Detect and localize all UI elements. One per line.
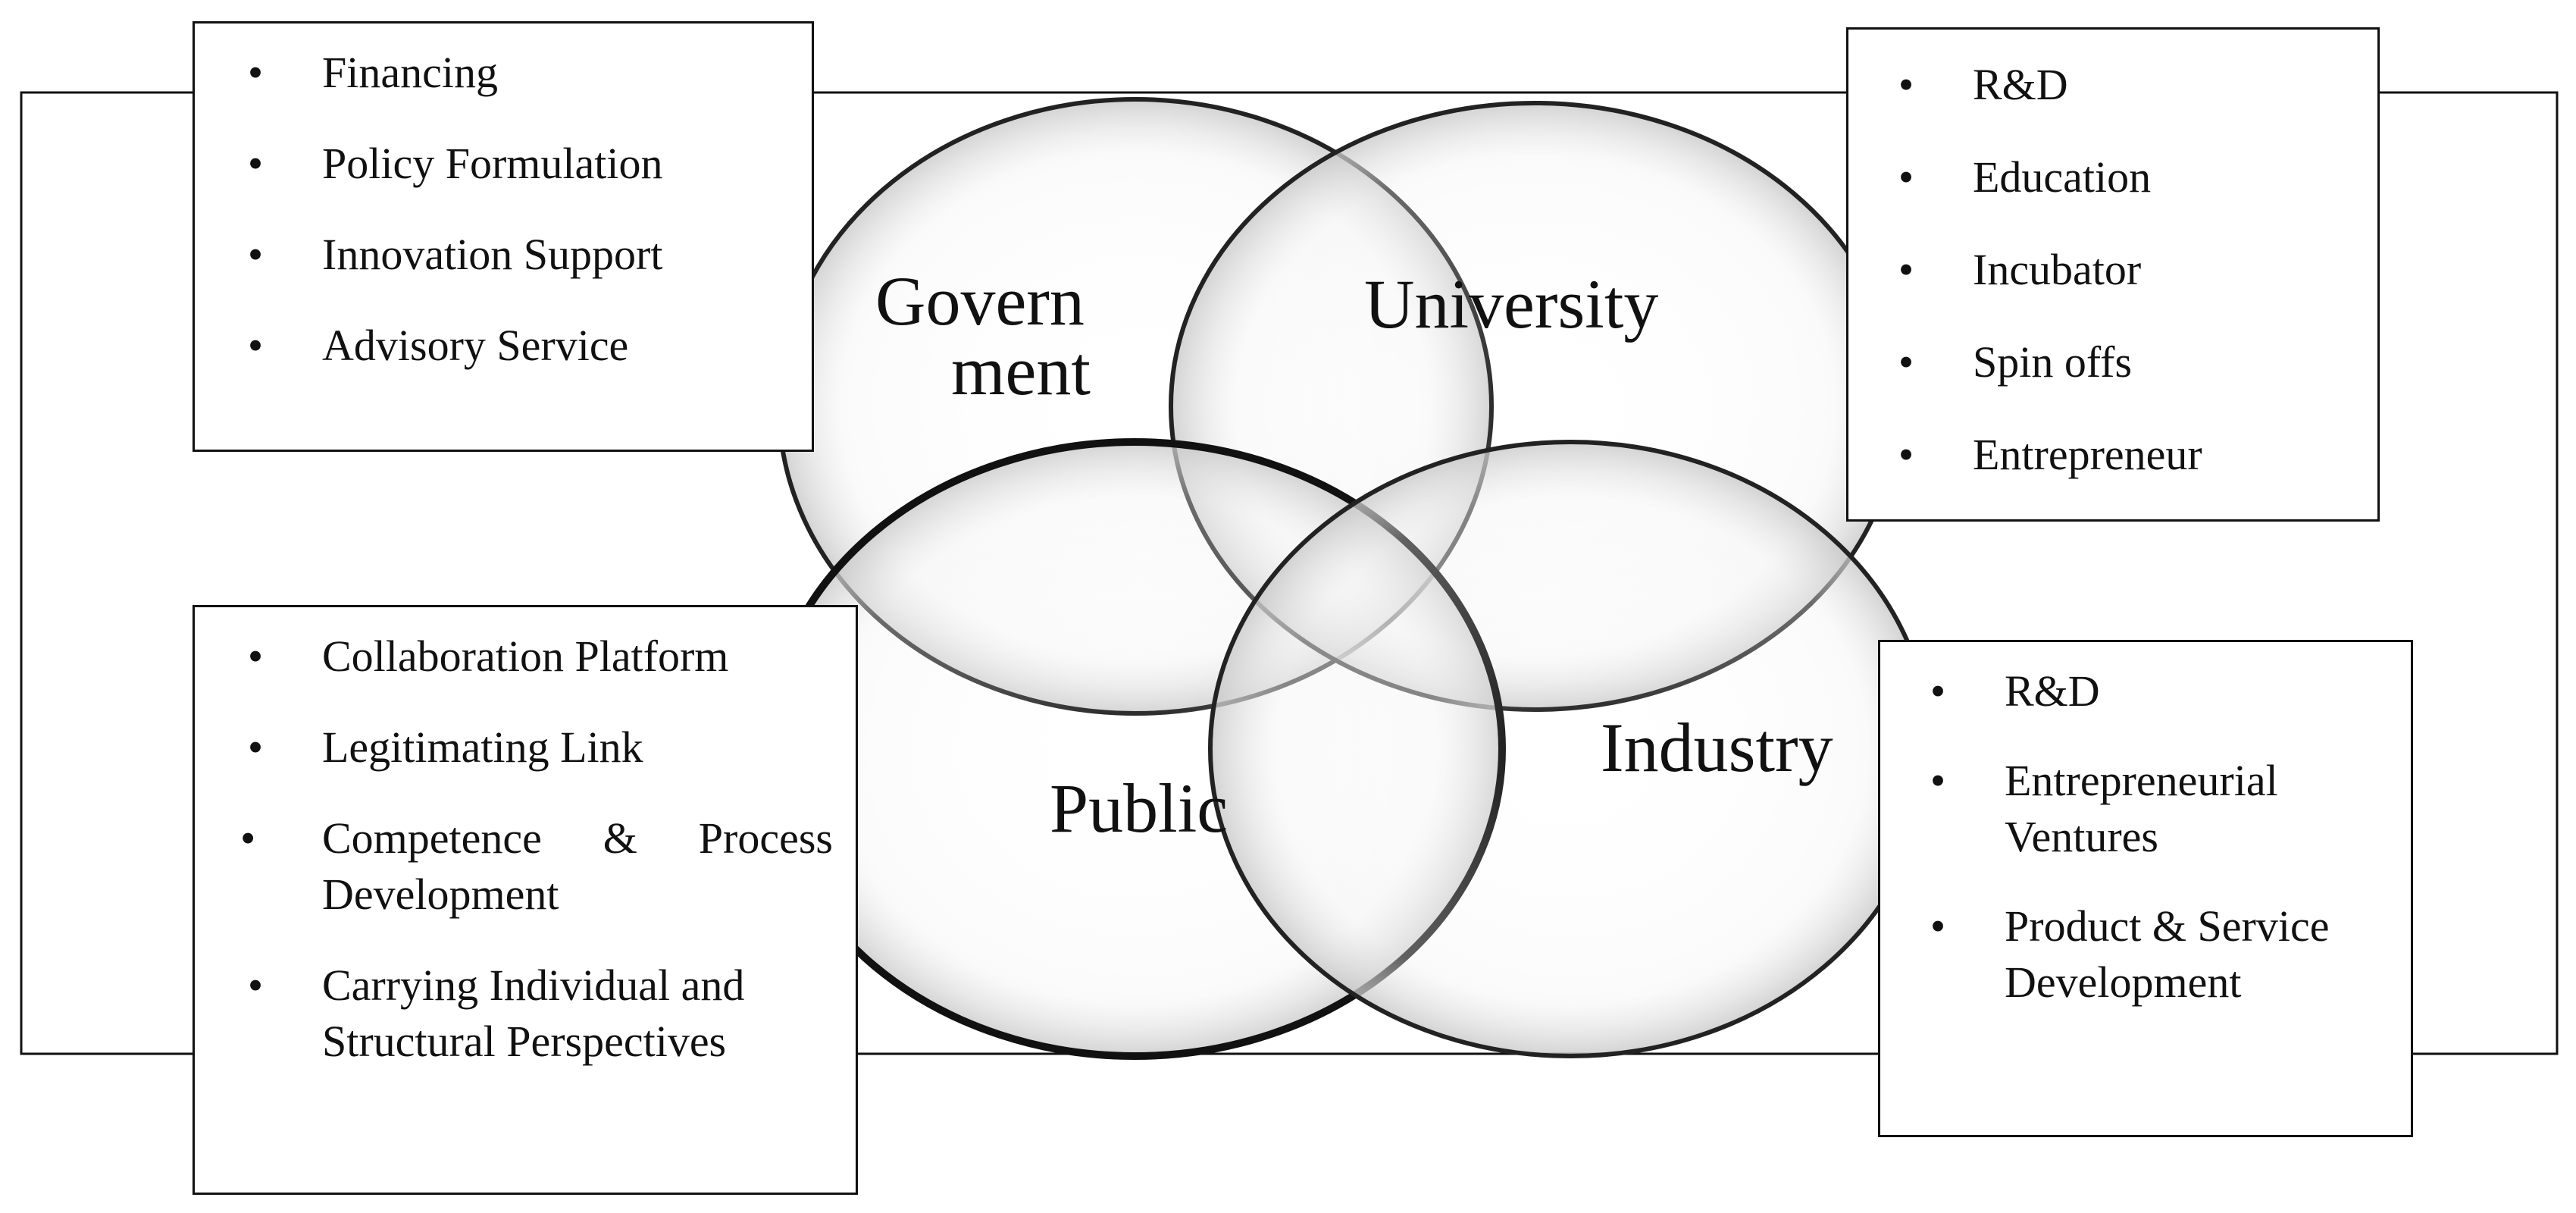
- item-text: Innovation Support: [322, 230, 663, 279]
- bullet-icon: •: [1898, 60, 1914, 109]
- bullet-icon: •: [247, 48, 264, 97]
- public-functions-box: • Collaboration Platform • Legitimating Li…: [192, 605, 858, 1195]
- bullet-icon: •: [247, 321, 264, 370]
- university-label: University: [1364, 265, 1658, 343]
- list-item: • Entrepreneur: [1891, 427, 2362, 483]
- item-text: Competence & Process Development: [322, 813, 833, 919]
- list-item: • Collaboration Platform: [240, 628, 833, 685]
- list-item: • Entrepreneurial Ventures: [1923, 753, 2396, 865]
- government-label-line2: ment: [951, 332, 1091, 409]
- list-item: • Advisory Service: [240, 318, 797, 374]
- item-text: Collaboration Platform: [322, 632, 729, 681]
- item-text: Policy Formulation: [322, 139, 663, 188]
- item-text: Financing: [322, 48, 498, 97]
- list-item: • Education: [1891, 149, 2362, 205]
- bullet-icon: •: [247, 722, 264, 772]
- item-text: Spin offs: [1973, 337, 2133, 387]
- bullet-icon: •: [240, 813, 256, 863]
- item-text: Product & Service Development: [2005, 901, 2330, 1007]
- government-functions-box: • Financing • Policy Formulation • Innovati…: [192, 21, 814, 452]
- bullet-icon: •: [1930, 756, 1946, 805]
- bullet-icon: •: [1930, 666, 1946, 716]
- list-item: • Carrying Individual and Structural Pers…: [240, 958, 833, 1070]
- industry-label: Industry: [1601, 709, 1833, 786]
- list-item: • Financing: [240, 45, 797, 101]
- list-item: • Innovation Support: [240, 227, 797, 283]
- list-item: • R&D: [1891, 57, 2362, 113]
- outer-frame: [20, 91, 2559, 1055]
- item-text: Entrepreneur: [1973, 430, 2202, 479]
- bullet-icon: •: [247, 139, 264, 188]
- item-text: Legitimating Link: [322, 722, 643, 772]
- item-text: Entrepreneurial Ventures: [2005, 756, 2278, 861]
- public-functions-list: • Collaboration Platform • Legitimating Li…: [240, 628, 833, 1105]
- bullet-icon: •: [1930, 901, 1946, 951]
- list-item: • Legitimating Link: [240, 719, 833, 776]
- item-text: R&D: [2005, 666, 2100, 716]
- list-item: • Policy Formulation: [240, 136, 797, 192]
- bullet-icon: •: [1898, 337, 1914, 387]
- bullet-icon: •: [1898, 430, 1914, 479]
- bullet-icon: •: [247, 632, 264, 681]
- bullet-icon: •: [1898, 245, 1914, 294]
- item-text: Carrying Individual and Structural Persp…: [322, 961, 745, 1066]
- university-functions-box: • R&D • Education • Incubator • Spin offs • E…: [1846, 27, 2380, 522]
- item-text: Incubator: [1973, 245, 2142, 294]
- industry-functions-list: • R&D • Entrepreneurial Ventures • Product …: [1923, 663, 2396, 1044]
- item-text: Education: [1973, 152, 2152, 202]
- list-item: • Competence & Process Development: [240, 810, 833, 923]
- government-functions-list: • Financing • Policy Formulation • Innovati…: [240, 45, 797, 409]
- list-item: • Spin offs: [1891, 334, 2362, 390]
- list-item: • R&D: [1923, 663, 2396, 719]
- industry-functions-box: • R&D • Entrepreneurial Ventures • Product …: [1878, 640, 2413, 1137]
- bullet-icon: •: [1898, 152, 1914, 202]
- public-label: Public: [1050, 769, 1228, 847]
- bullet-icon: •: [247, 961, 264, 1010]
- list-item: • Incubator: [1891, 242, 2362, 298]
- university-functions-list: • R&D • Education • Incubator • Spin offs • E…: [1891, 57, 2362, 519]
- bullet-icon: •: [247, 230, 264, 279]
- government-label-line1: Govern: [875, 262, 1085, 340]
- item-text: Advisory Service: [322, 321, 629, 370]
- item-text: R&D: [1973, 60, 2068, 109]
- list-item: • Product & Service Development: [1923, 898, 2396, 1011]
